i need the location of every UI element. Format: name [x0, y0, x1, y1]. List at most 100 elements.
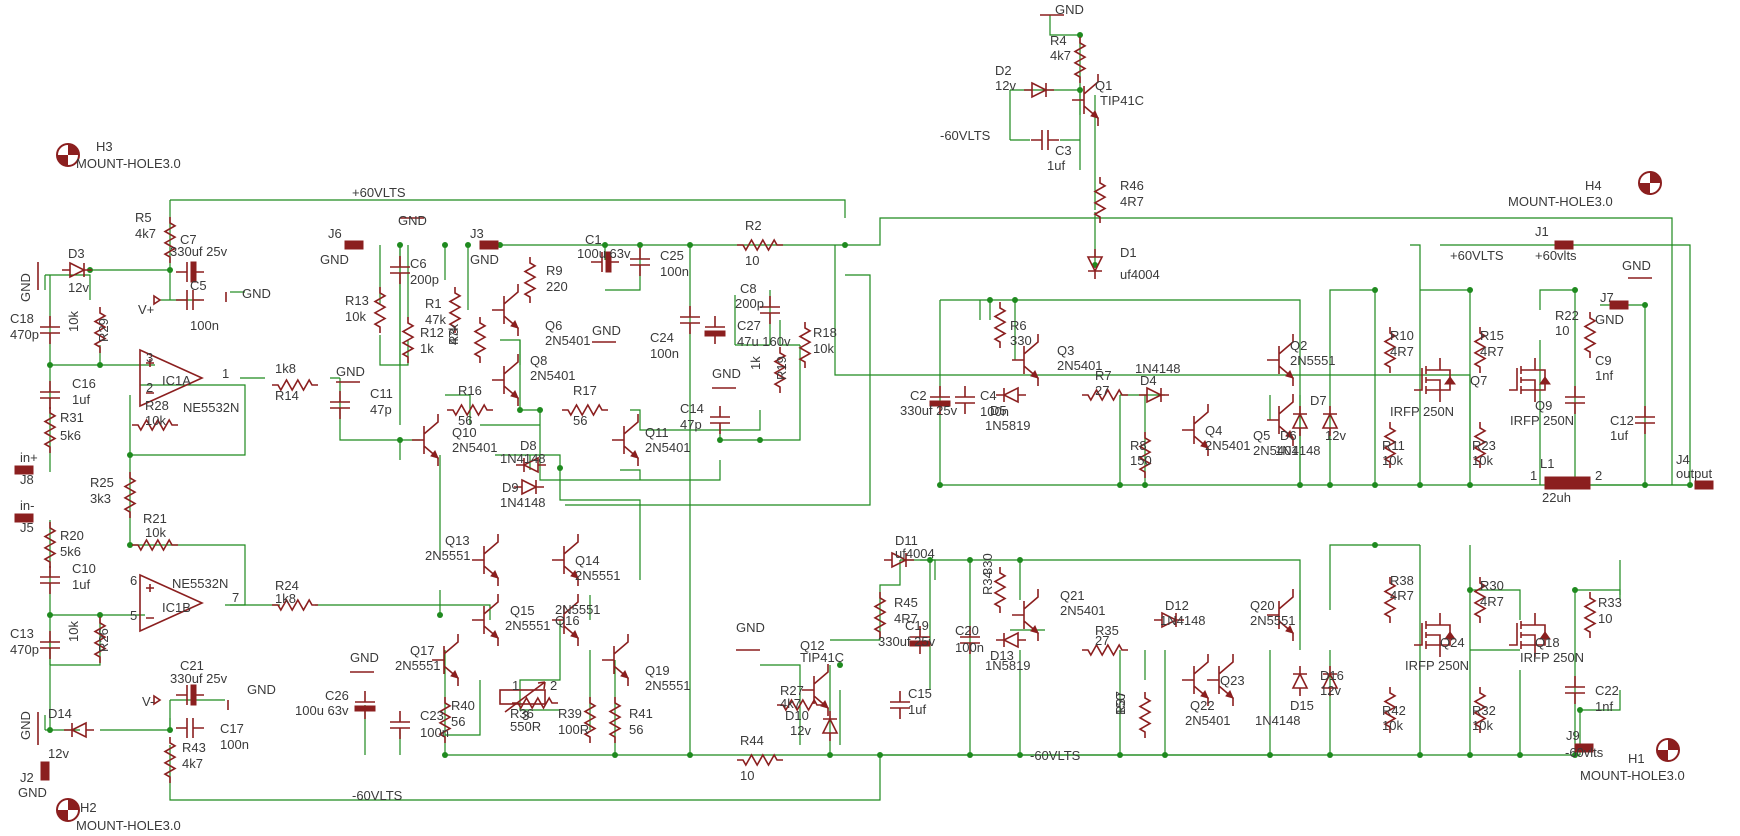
- resistor-r17: [562, 403, 608, 417]
- capacitor-c5: [176, 290, 204, 310]
- resistor-value: 1k: [748, 356, 763, 370]
- pin-number: 1: [222, 366, 229, 381]
- capacitor-ref: C26: [325, 688, 349, 703]
- supply-label: V-: [142, 694, 154, 709]
- diode-value: 1N4148: [500, 495, 546, 510]
- capacitor-c4: [955, 386, 975, 414]
- transistor-ref: Q4: [1205, 423, 1222, 438]
- resistor-ref: R39: [558, 706, 582, 721]
- diode-value: 12v: [48, 746, 69, 761]
- resistor-r37: [1138, 692, 1152, 738]
- resistor-ref: R5: [135, 210, 152, 225]
- capacitor-c7: [176, 261, 204, 283]
- diode-value: 1N4148: [1255, 713, 1301, 728]
- resistor-value: 10k: [1382, 453, 1403, 468]
- transistor-q22: [1182, 654, 1209, 706]
- capacitor-value: 330uf 25v: [878, 634, 936, 649]
- resistor-value: 27: [1095, 383, 1109, 398]
- capacitor-c13: [40, 631, 60, 659]
- resistor-value: 3k3: [90, 491, 111, 506]
- capacitor-ref: C4: [980, 388, 997, 403]
- transistor-q17: [432, 634, 459, 686]
- transistor-value: 2N5551: [395, 658, 441, 673]
- resistor-r7: [1082, 388, 1128, 402]
- inductor-ref: L1: [1540, 456, 1554, 471]
- transistor-q4: [1182, 404, 1209, 456]
- resistor-value: 1k8: [275, 361, 296, 376]
- transistor-ref: Q2: [1290, 338, 1307, 353]
- capacitor-ref: C1: [585, 232, 602, 247]
- resistor-r18: [798, 322, 812, 368]
- gnd-label: GND: [712, 366, 741, 381]
- transistor-q13: [472, 534, 499, 586]
- resistor-ref: R30: [1480, 578, 1504, 593]
- capacitor-c27: [704, 316, 726, 344]
- capacitor-ref: C14: [680, 401, 704, 416]
- resistor-ref: R42: [1382, 703, 1406, 718]
- resistor-ref: R10: [1390, 328, 1414, 343]
- resistor-r22: [1583, 312, 1597, 358]
- resistor-r16: [447, 403, 493, 417]
- resistor-value: 220: [546, 279, 568, 294]
- connector-ref: J4: [1676, 452, 1690, 467]
- diode-d9: [514, 478, 544, 496]
- connector-ref: J3: [470, 226, 484, 241]
- resistor-ref: R19: [774, 356, 789, 380]
- resistor-value: 10: [1555, 323, 1569, 338]
- resistor-r44: [737, 753, 783, 767]
- supply-label: +60VLTS: [352, 185, 406, 200]
- part-labels: R54k7R2910kR315k6R2810kR141k8R253k3R2110…: [10, 33, 1634, 783]
- capacitor-value: 1uf: [1610, 428, 1628, 443]
- transistor-q11: [612, 414, 639, 466]
- resistor-value: 4k7: [135, 226, 156, 241]
- connector-label: GND: [1595, 312, 1624, 327]
- capacitor-c24: [680, 306, 700, 334]
- diode-value: 12v: [790, 723, 811, 738]
- resistor-r35: [1082, 643, 1128, 657]
- mount-hole-value: MOUNT-HOLE3.0: [76, 156, 181, 171]
- resistor-r25: [123, 472, 137, 518]
- capacitor-ref: C6: [410, 256, 427, 271]
- transistor-ref: Q13: [445, 533, 470, 548]
- diode-value: 1N4148: [1275, 443, 1321, 458]
- resistor-r20: [43, 522, 57, 568]
- resistor-ref: R25: [90, 475, 114, 490]
- resistor-r28: [132, 418, 178, 432]
- diode-ref: D15: [1290, 698, 1314, 713]
- capacitor-ref: C16: [72, 376, 96, 391]
- transistor-q8: [492, 354, 519, 406]
- resistor-value: 330: [1010, 333, 1032, 348]
- capacitor-c12: [1635, 406, 1655, 434]
- transistor-ref: Q22: [1190, 698, 1215, 713]
- diode-value: uf4004: [1120, 267, 1160, 282]
- gnd-label: GND: [18, 273, 33, 302]
- resistor-ref: R18: [813, 325, 837, 340]
- resistor-r36: [512, 696, 558, 710]
- resistor-r33: [1583, 592, 1597, 638]
- resistor-r13: [373, 287, 387, 333]
- transistor-ref: Q9: [1535, 398, 1552, 413]
- resistor-value: 100R: [558, 722, 589, 737]
- supply-label: V+: [138, 302, 154, 317]
- resistor-ref: R36: [510, 706, 534, 721]
- connector-ref: J6: [328, 226, 342, 241]
- transistor-value: TIP41C: [1100, 93, 1144, 108]
- resistor-r27: [777, 698, 823, 712]
- transistor-ref: Q7: [1470, 373, 1487, 388]
- resistor-r10: [1383, 327, 1397, 373]
- capacitor-ref: C25: [660, 248, 684, 263]
- mount-hole-value: MOUNT-HOLE3.0: [76, 818, 181, 833]
- connector-ref: J7: [1600, 290, 1614, 305]
- resistor-r38: [1383, 577, 1397, 623]
- transistor-ref: Q20: [1250, 598, 1275, 613]
- capacitor-c8: [760, 296, 780, 324]
- transistor-q20: [1267, 589, 1294, 641]
- capacitor-value: 470p: [10, 327, 39, 342]
- resistor-value: 150: [1113, 693, 1128, 715]
- diode-value: 12v: [68, 280, 89, 295]
- pin-number: 5: [130, 608, 137, 623]
- supply-arrow: [153, 294, 162, 706]
- transistor-q24: [1414, 613, 1456, 657]
- diode-ref: D8: [520, 438, 537, 453]
- capacitor-ref: C8: [740, 281, 757, 296]
